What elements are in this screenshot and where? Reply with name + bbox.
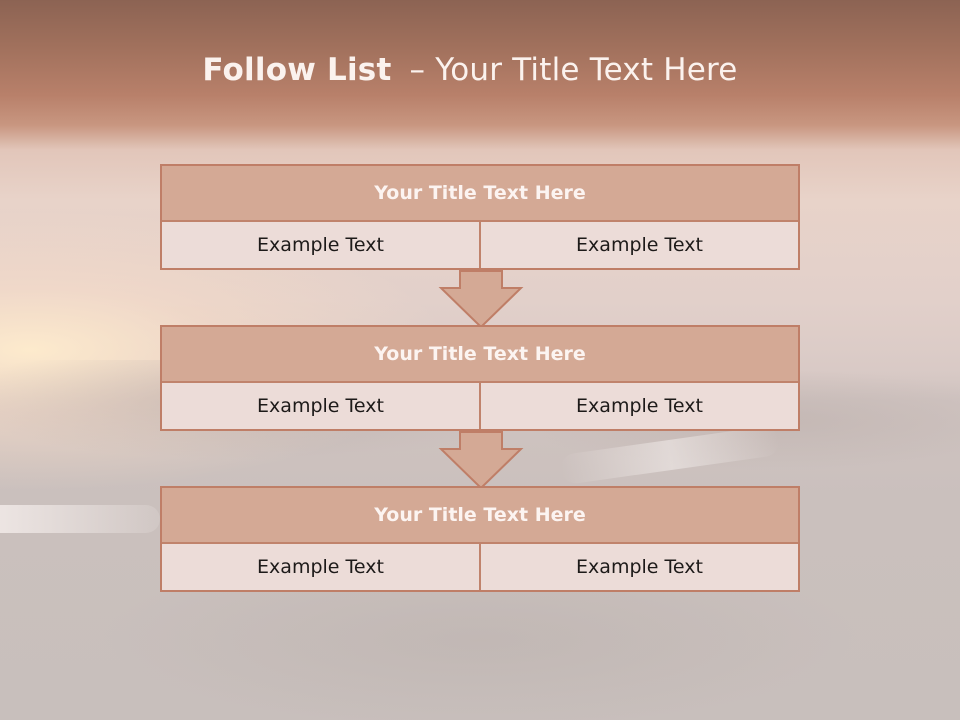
- step-3-title: Your Title Text Here: [162, 488, 798, 544]
- step-1-title: Your Title Text Here: [162, 166, 798, 222]
- down-arrow-icon: [438, 270, 524, 329]
- step-2-left-text: Example Text: [257, 395, 384, 417]
- step-1-body: Example Text Example Text: [162, 222, 798, 268]
- step-2-body: Example Text Example Text: [162, 383, 798, 429]
- step-3-right-text: Example Text: [479, 544, 798, 590]
- step-1-right-text: Example Text: [479, 222, 798, 268]
- slide-title: Follow List–Your Title Text Here: [0, 52, 940, 88]
- slide-title-dash: –: [409, 52, 426, 88]
- step-3-left-text: Example Text: [257, 556, 384, 578]
- down-arrow-icon: [438, 431, 524, 490]
- step-2-right-text: Example Text: [479, 383, 798, 429]
- step-block-1: Your Title Text Here Example Text Exampl…: [160, 164, 800, 270]
- step-3-body: Example Text Example Text: [162, 544, 798, 590]
- slide-title-bold: Follow List: [202, 52, 392, 88]
- slide-title-rest: Your Title Text Here: [435, 52, 738, 88]
- step-1-left-text: Example Text: [257, 234, 384, 256]
- step-block-2: Your Title Text Here Example Text Exampl…: [160, 325, 800, 431]
- step-2-title: Your Title Text Here: [162, 327, 798, 383]
- step-block-3: Your Title Text Here Example Text Exampl…: [160, 486, 800, 592]
- background-river: [0, 505, 160, 533]
